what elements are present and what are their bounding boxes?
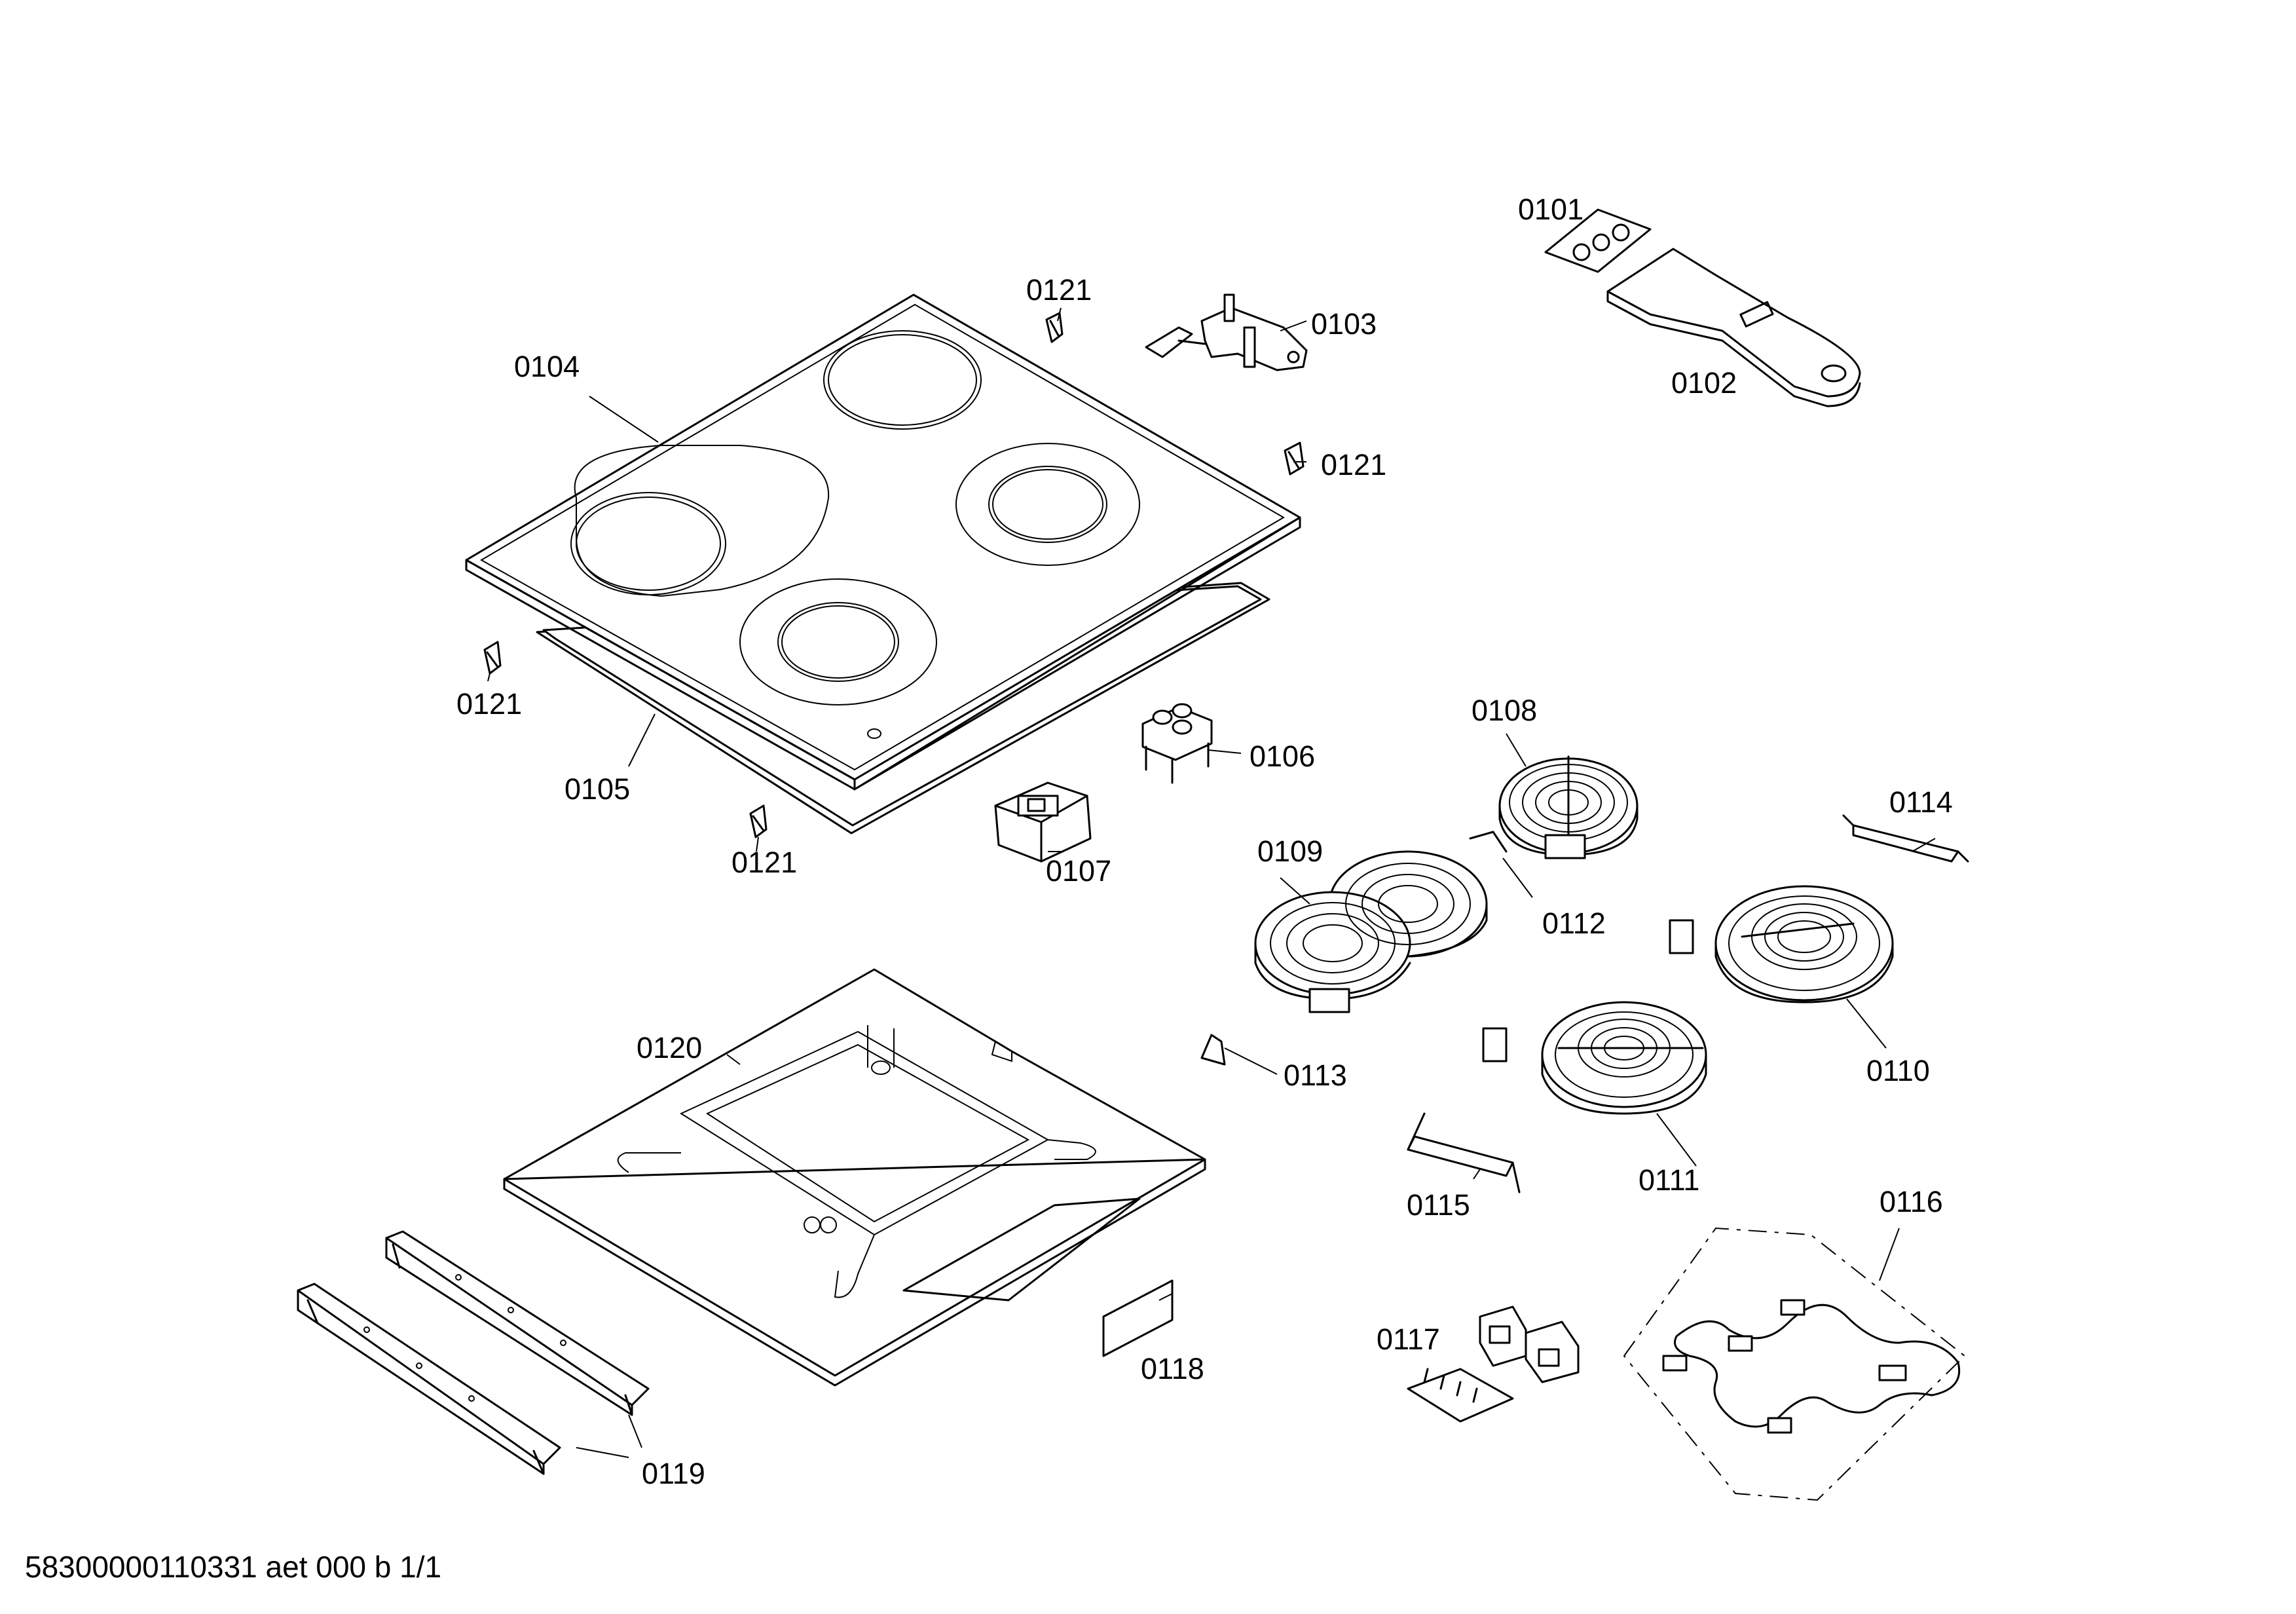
part-0106-connector <box>1141 703 1213 784</box>
part-0121-clip-d <box>749 804 768 838</box>
part-0112-clip <box>1469 831 1508 853</box>
label-0103: 0103 <box>1311 307 1377 341</box>
label-0101: 0101 <box>1518 193 1583 226</box>
label-0117: 0117 <box>1377 1323 1440 1356</box>
part-0114-bracket <box>1842 814 1969 863</box>
part-0119-rail-lower <box>297 1283 561 1475</box>
part-0117-terminal-blocks <box>1407 1305 1580 1423</box>
label-0105: 0105 <box>565 772 630 806</box>
label-0115: 0115 <box>1407 1188 1470 1222</box>
part-0116-wiring-harness <box>1623 1227 1966 1501</box>
label-0109: 0109 <box>1257 835 1323 868</box>
part-0102-scraper <box>1606 248 1861 407</box>
label-0104: 0104 <box>514 350 580 383</box>
part-0119-rail-upper <box>385 1230 650 1416</box>
leader-lines <box>487 307 1936 1458</box>
part-0120-bottom-housing <box>503 968 1206 1387</box>
part-0107-control-module <box>994 781 1092 863</box>
label-0116: 0116 <box>1879 1185 1943 1218</box>
label-0112: 0112 <box>1542 907 1606 940</box>
part-0109-dual-heater <box>1254 850 1488 1013</box>
label-0121-bottom: 0121 <box>731 846 797 879</box>
label-0113: 0113 <box>1284 1059 1347 1092</box>
part-0108-heater <box>1498 755 1639 859</box>
label-0118: 0118 <box>1141 1352 1204 1385</box>
label-0121-right: 0121 <box>1321 448 1386 481</box>
label-0102: 0102 <box>1671 366 1737 400</box>
part-0111-heater <box>1482 1001 1707 1115</box>
document-footer-id: 58300000110331 aet 000 b 1/1 <box>25 1550 442 1584</box>
label-0114: 0114 <box>1889 785 1953 819</box>
label-0106: 0106 <box>1250 740 1315 773</box>
part-0110-heater <box>1669 885 1894 1004</box>
label-0111: 0111 <box>1639 1163 1699 1197</box>
label-0120: 0120 <box>637 1031 702 1064</box>
label-0108: 0108 <box>1472 694 1537 727</box>
part-0101-label <box>1544 208 1652 273</box>
part-0104-glass-cooktop <box>465 293 1301 791</box>
part-0115-bracket <box>1407 1112 1521 1193</box>
label-0107: 0107 <box>1046 854 1111 888</box>
label-0119: 0119 <box>642 1457 705 1490</box>
label-0110: 0110 <box>1866 1054 1930 1087</box>
part-0121-clip-c <box>483 641 502 675</box>
label-0121-top: 0121 <box>1026 273 1092 307</box>
label-0121-left: 0121 <box>456 687 522 721</box>
part-0103-bracket <box>1145 293 1308 371</box>
part-0121-clip-a <box>1045 312 1064 343</box>
part-labels: 0101 0102 0103 0104 0105 0106 0107 0108 … <box>456 193 1953 1490</box>
part-0118-label <box>1102 1279 1174 1357</box>
part-0113-clip <box>1200 1034 1226 1066</box>
part-0121-clip-b <box>1284 441 1305 476</box>
